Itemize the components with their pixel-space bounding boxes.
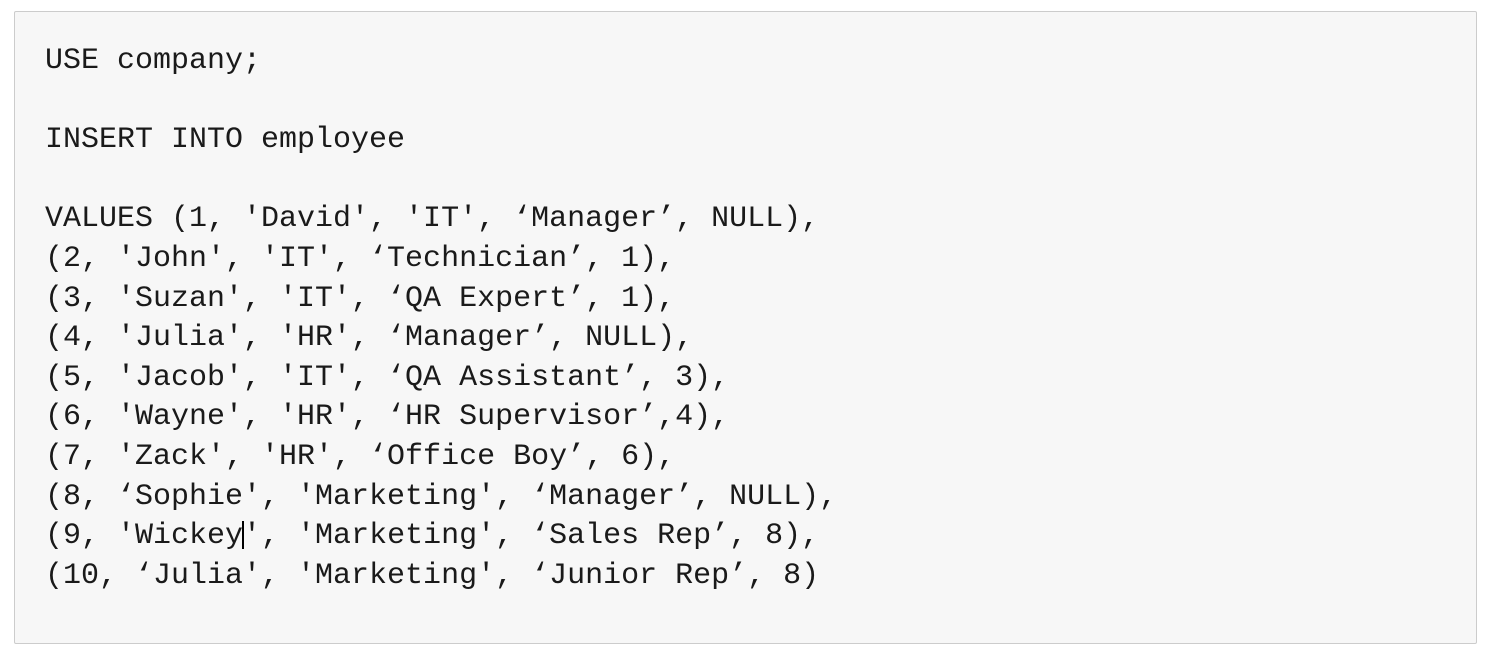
code-line: VALUES (1, 'David', 'IT', ‘Manager’, NUL… — [45, 202, 820, 237]
code-line: INSERT INTO employee — [45, 123, 406, 158]
code-line-segment-after-caret: ', 'Marketing', ‘Sales Rep’, 8), — [243, 519, 820, 554]
code-line: (6, 'Wayne', 'HR', ‘HR Supervisor’,4), — [45, 400, 730, 435]
code-line: (10, ‘Julia', 'Marketing', ‘Junior Rep’,… — [45, 558, 820, 593]
code-line: (2, 'John', 'IT', ‘Technician’, 1), — [45, 241, 676, 276]
code-line-with-caret: (9, 'Wickey', 'Marketing', ‘Sales Rep’, … — [45, 517, 1476, 557]
code-line: (4, 'Julia', 'HR', ‘Manager’, NULL), — [45, 321, 694, 356]
code-line: (7, 'Zack', 'HR', ‘Office Boy’, 6), — [45, 439, 676, 474]
text-caret — [242, 521, 245, 550]
code-line-blank — [45, 161, 1476, 201]
code-line-blank — [45, 82, 1476, 122]
code-line: (3, 'Suzan', 'IT', ‘QA Expert’, 1), — [45, 281, 676, 316]
code-line: (8, ‘Sophie', 'Marketing', ‘Manager’, NU… — [45, 479, 838, 514]
code-line: (5, 'Jacob', 'IT', ‘QA Assistant’, 3), — [45, 360, 730, 395]
code-line: USE company; — [45, 44, 262, 78]
code-line-segment-before-caret: (9, 'Wickey — [45, 519, 244, 554]
